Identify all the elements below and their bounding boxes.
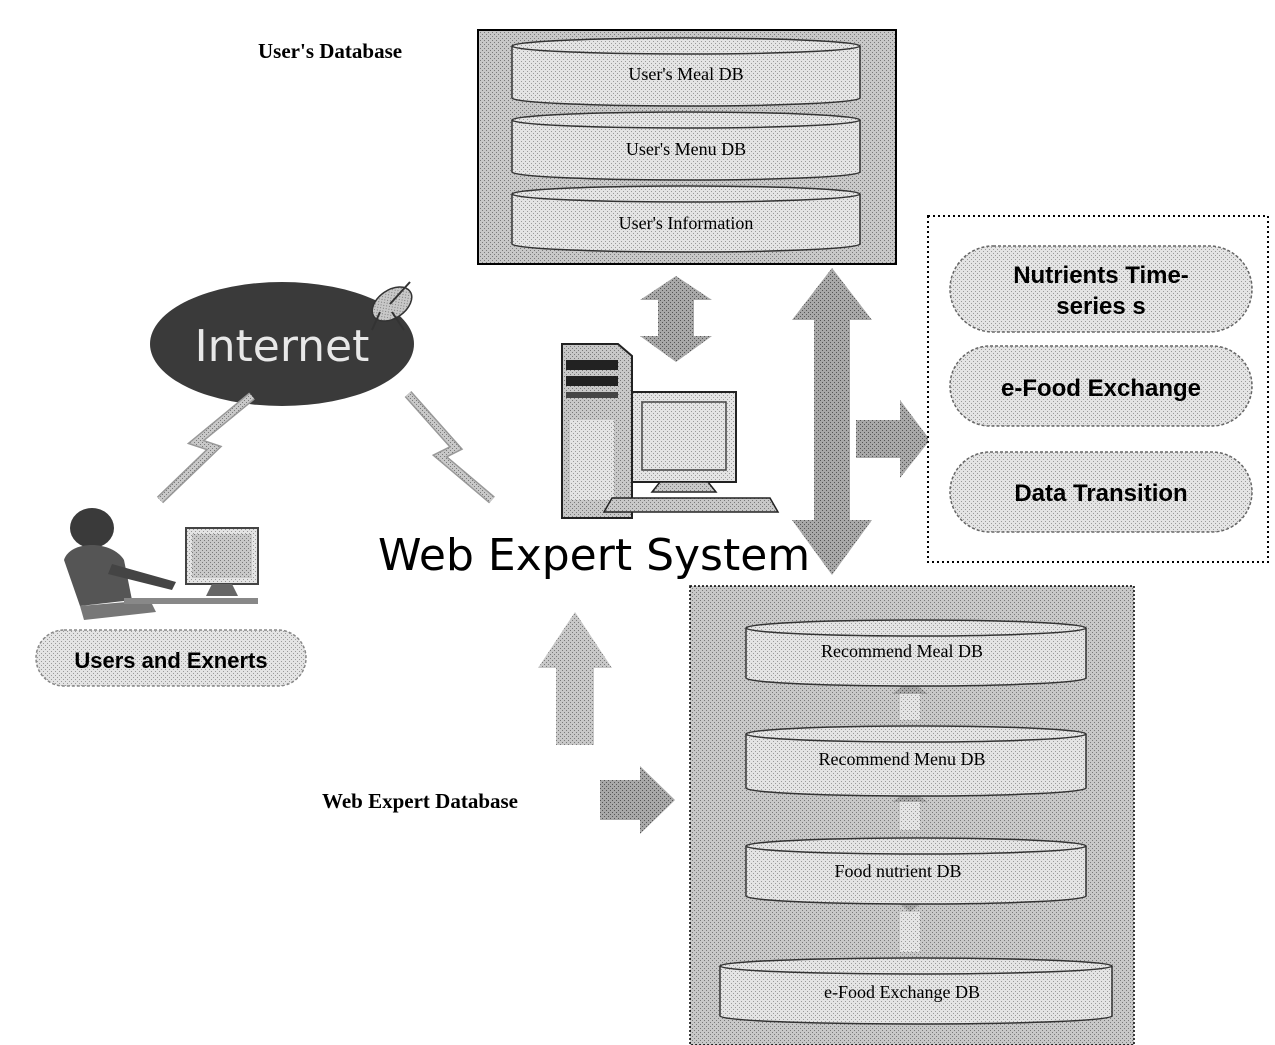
food-nutrient-db-label: Food nutrient DB	[834, 861, 961, 881]
lightning-left-icon	[156, 392, 255, 504]
users-and-experts-label: Users and Exnerts	[74, 648, 267, 673]
users-meal-db-label: User's Meal DB	[628, 64, 743, 84]
users-information-cylinder: User's Information	[511, 185, 861, 253]
efood-exchange-db-cylinder: e-Food Exchange DB	[719, 957, 1113, 1025]
web-expert-database-label: Web Expert Database	[322, 789, 518, 813]
arrow-up-to-web-expert-system	[538, 612, 612, 745]
users-database-group: User's Database User's Meal DB User's Me…	[258, 29, 897, 265]
users-information-label: User's Information	[619, 213, 754, 233]
service-nutrients-line1: Nutrients Time-	[1013, 262, 1189, 289]
internet-ellipse	[150, 282, 414, 406]
internet-label: Internet	[195, 321, 370, 372]
users-menu-db-cylinder: User's Menu DB	[511, 111, 861, 181]
recommend-meal-db-cylinder: Recommend Meal DB	[745, 619, 1087, 687]
service-pill-efood-exchange: e-Food Exchange	[949, 345, 1253, 427]
users-menu-db-label: User's Menu DB	[626, 139, 746, 159]
service-pill-nutrients: Nutrients Time- series s	[949, 245, 1253, 333]
web-expert-system-label: Web Expert System	[378, 530, 810, 581]
arrow-to-web-expert-database	[600, 766, 675, 834]
efood-exchange-db-label: e-Food Exchange DB	[824, 982, 980, 1002]
arrow-to-services	[856, 400, 930, 478]
server-computer-icon	[561, 343, 780, 519]
users-meal-db-cylinder: User's Meal DB	[511, 37, 861, 107]
recommend-meal-db-label: Recommend Meal DB	[821, 641, 983, 661]
food-nutrient-db-cylinder: Food nutrient DB	[745, 837, 1087, 905]
users-database-label: User's Database	[258, 39, 402, 63]
recommend-menu-db-cylinder: Recommend Menu DB	[745, 725, 1087, 797]
service-data-transition-label: Data Transition	[1014, 480, 1187, 507]
services-group: Nutrients Time- series s e-Food Exchange…	[927, 215, 1269, 563]
main-vertical-double-arrow	[792, 268, 872, 575]
recommend-menu-db-label: Recommend Menu DB	[819, 749, 986, 769]
service-efood-exchange-label: e-Food Exchange	[1001, 375, 1201, 402]
service-pill-data-transition: Data Transition	[949, 451, 1253, 533]
service-nutrients-line2: series s	[1056, 293, 1145, 320]
lightning-right-icon	[404, 391, 495, 504]
internet-group: Internet	[150, 281, 414, 406]
web-expert-database-group: Web Expert Database Recommend Meal DB Re…	[322, 585, 1135, 1045]
server-db-double-arrow	[640, 276, 712, 362]
satellite-dish-icon	[371, 281, 413, 331]
user-at-computer-icon	[64, 508, 259, 620]
users-and-experts-pill: Users and Exnerts	[35, 629, 307, 687]
